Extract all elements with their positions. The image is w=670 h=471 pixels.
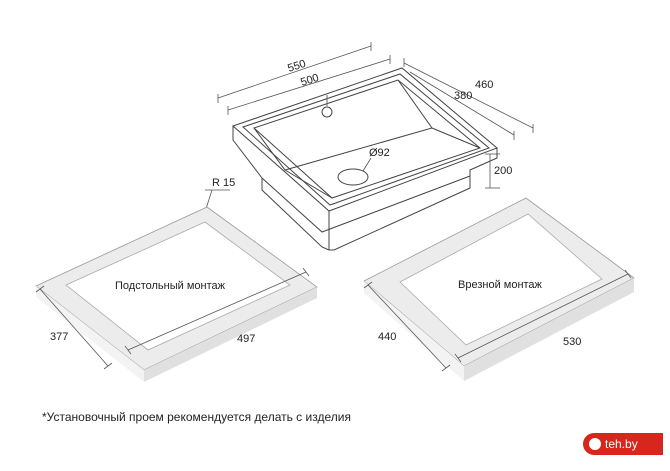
undermount-depth-label: 377 [50,331,68,343]
tap-hole [321,106,333,118]
sink-body [232,67,498,251]
sink-outer-depth-label: 460 [475,79,493,91]
logo-dot-icon [589,438,601,450]
drain-diameter-label: Ø92 [369,147,390,159]
inset-frame [363,197,635,381]
watermark-badge: teh.by [583,433,663,455]
corner-radius-label: R 15 [212,177,235,189]
undermount-dimensions [35,267,310,370]
sink-height-label: 200 [494,165,512,177]
inset-depth-label: 440 [378,331,396,343]
inset-label: Врезной монтаж [458,279,543,291]
sink-dimensions [204,42,534,213]
sink-outer-width-label: 550 [286,58,307,75]
undermount-label: Подстольный монтаж [115,280,226,292]
watermark-text: teh.by [605,437,638,451]
inset-width-label: 530 [563,336,581,348]
undermount-frame [35,206,318,382]
inset-dimensions [363,269,632,372]
undermount-width-label: 497 [237,333,255,345]
footnote: *Установочный проем рекомендуется делать… [42,410,351,424]
sink-inner-depth-label: 380 [454,90,472,102]
drain-hole [337,168,369,186]
sink-inner-width-label: 500 [299,72,320,89]
